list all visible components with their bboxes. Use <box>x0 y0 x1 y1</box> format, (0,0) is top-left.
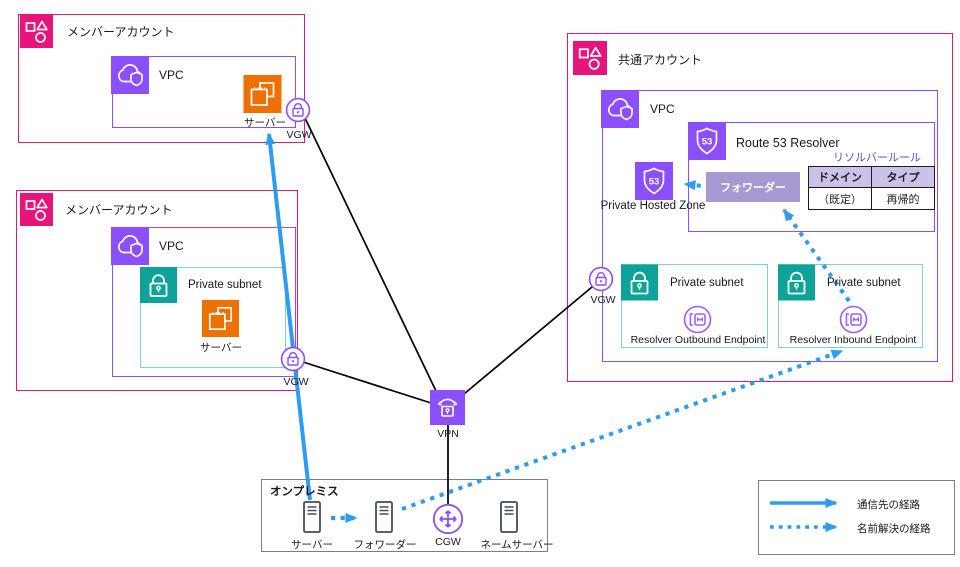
cgw-icon <box>432 503 464 535</box>
private-hosted-zone-label: Private Hosted Zone <box>600 200 706 212</box>
account-icon <box>573 41 607 75</box>
vpn-icon <box>430 390 465 425</box>
server-label: サーバー <box>200 342 242 354</box>
vgw-label: VGW <box>286 129 312 141</box>
legend-solid-label: 通信先の経路 <box>857 499 920 511</box>
server-icon <box>202 300 239 337</box>
member-account-1-box <box>18 14 305 143</box>
vgw-icon <box>285 97 311 123</box>
subnet-label: Private subnet <box>188 279 262 291</box>
account-icon <box>20 15 53 48</box>
server-label: サーバー <box>244 117 286 129</box>
vpn-label: VPN <box>437 428 459 440</box>
account-icon <box>20 193 53 226</box>
cgw-label: CGW <box>435 536 461 548</box>
outbound-subnet-box <box>621 264 768 348</box>
resolver-rule-table: ドメイン タイプ （既定） 再帰的 <box>808 166 935 210</box>
private-subnet-icon <box>140 267 177 303</box>
vpc-icon <box>111 227 149 265</box>
resolver-inbound-endpoint-label: Resolver Inbound Endpoint <box>789 334 917 346</box>
rule-type-value: 再帰的 <box>871 187 935 210</box>
legend-box <box>758 480 955 555</box>
vgw-label: VGW <box>590 294 616 306</box>
rule-domain-value: （既定） <box>808 187 872 210</box>
member-account-2-title: メンバーアカウント <box>65 203 173 217</box>
onprem-nameserver-label: ネームサーバー <box>480 539 554 551</box>
legend-dotted-label: 名前解決の経路 <box>857 523 931 535</box>
member-account-1-title: メンバーアカウント <box>67 25 175 39</box>
route53-resolver-title: Route 53 Resolver <box>736 136 840 150</box>
onprem-forwarder-icon <box>375 501 393 533</box>
vpc-icon <box>601 90 639 128</box>
rule-col-type: タイプ <box>871 166 935 188</box>
server-icon <box>243 75 282 113</box>
link-vgw2-vpn <box>302 361 432 404</box>
onprem-title: オンプレミス <box>270 486 339 498</box>
resolver-rule-title: リソルバールール <box>833 152 921 164</box>
forwarder-block: フォワーダー <box>706 172 800 202</box>
resolver-outbound-endpoint-label: Resolver Outbound Endpoint <box>630 334 766 346</box>
private-hosted-zone-icon: 53 <box>635 162 673 200</box>
onprem-server-label: サーバー <box>291 539 333 551</box>
resolver-inbound-endpoint-icon <box>839 305 868 334</box>
onprem-forwarder-label: フォワーダー <box>353 539 417 551</box>
vpc-icon <box>111 56 149 94</box>
route53-resolver-icon: 53 <box>688 122 726 160</box>
rule-col-domain: ドメイン <box>808 166 872 188</box>
private-subnet-icon <box>778 264 815 301</box>
subnet-label: Private subnet <box>670 277 744 289</box>
svg-text:53: 53 <box>702 137 713 148</box>
vgw-label: VGW <box>283 376 309 388</box>
svg-text:53: 53 <box>649 177 660 188</box>
resolver-outbound-endpoint-icon <box>683 305 712 334</box>
vpc-label: VPC <box>159 239 184 253</box>
vpc-label: VPC <box>650 102 675 116</box>
subnet-label: Private subnet <box>827 277 901 289</box>
vpc-label: VPC <box>159 68 184 82</box>
vgw-icon <box>588 266 614 292</box>
shared-account-title: 共通アカウント <box>618 53 703 67</box>
onprem-nameserver-icon <box>500 501 518 533</box>
link-vgw1-vpn <box>304 117 437 392</box>
private-subnet-icon <box>621 264 658 301</box>
vgw-icon <box>280 346 306 372</box>
onprem-server-icon <box>303 501 321 533</box>
